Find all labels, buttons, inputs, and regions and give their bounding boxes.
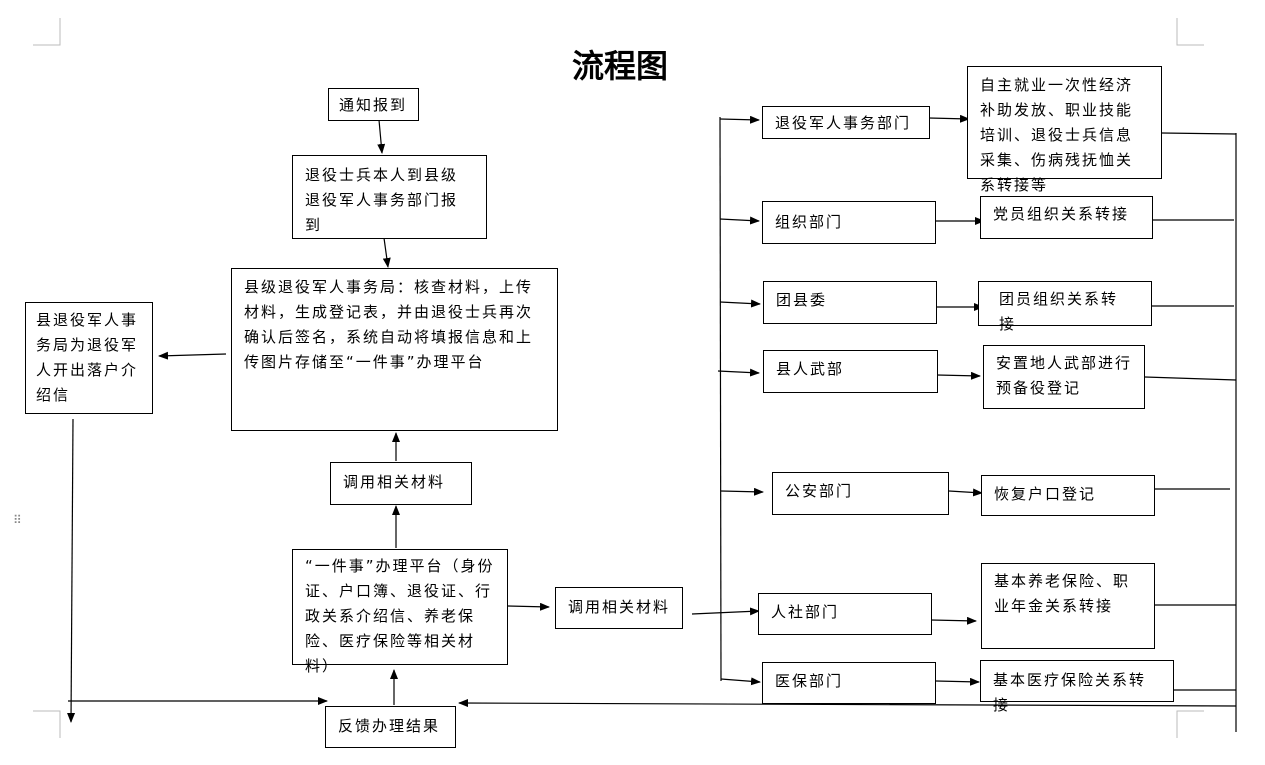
task-armed-forces: 安置地人武部进行预备役登记 xyxy=(983,345,1145,409)
task-veteran-affairs: 自主就业一次性经济补助发放、职业技能培训、退役士兵信息采集、伤病残抚恤关系转接等 xyxy=(967,66,1162,194)
dept-armed-forces: 县人武部 xyxy=(763,350,938,393)
task-medical-insurance: 基本医疗保险关系转接 xyxy=(980,660,1174,714)
task-public-security: 恢复户口登记 xyxy=(981,475,1155,516)
dept-organization: 组织部门 xyxy=(762,201,936,244)
dept-youth-league: 团县委 xyxy=(763,281,937,324)
notify-box: 通知报到 xyxy=(328,88,419,121)
feedback-box: 反馈办理结果 xyxy=(325,706,456,748)
call-materials-top-box: 调用相关材料 xyxy=(330,462,472,505)
task-human-resources: 基本养老保险、职业年金关系转接 xyxy=(981,563,1155,649)
dept-public-security: 公安部门 xyxy=(772,472,949,515)
dept-human-resources: 人社部门 xyxy=(758,593,932,635)
task-youth-league: 团员组织关系转接 xyxy=(978,281,1152,333)
county-bureau-box: 县级退役军人事务局：核查材料，上传材料，生成登记表，并由退役士兵再次确认后签名，… xyxy=(231,268,558,431)
page-title: 流程图 xyxy=(571,47,668,85)
dept-medical-insurance: 医保部门 xyxy=(762,662,936,704)
call-materials-mid-box: 调用相关材料 xyxy=(555,587,683,629)
veteran-report-box: 退役士兵本人到县级退役军人事务部门报到 xyxy=(292,155,487,239)
settle-letter-box: 县退役军人事务局为退役军人开出落户介绍信 xyxy=(25,302,153,414)
drag-handle-icon[interactable]: ⠿ xyxy=(13,513,22,527)
dept-veteran-affairs: 退役军人事务部门 xyxy=(762,106,930,139)
task-organization: 党员组织关系转接 xyxy=(980,196,1153,239)
platform-box: “一件事”办理平台（身份证、户口簿、退役证、行政关系介绍信、养老保险、医疗保险等… xyxy=(292,549,508,675)
